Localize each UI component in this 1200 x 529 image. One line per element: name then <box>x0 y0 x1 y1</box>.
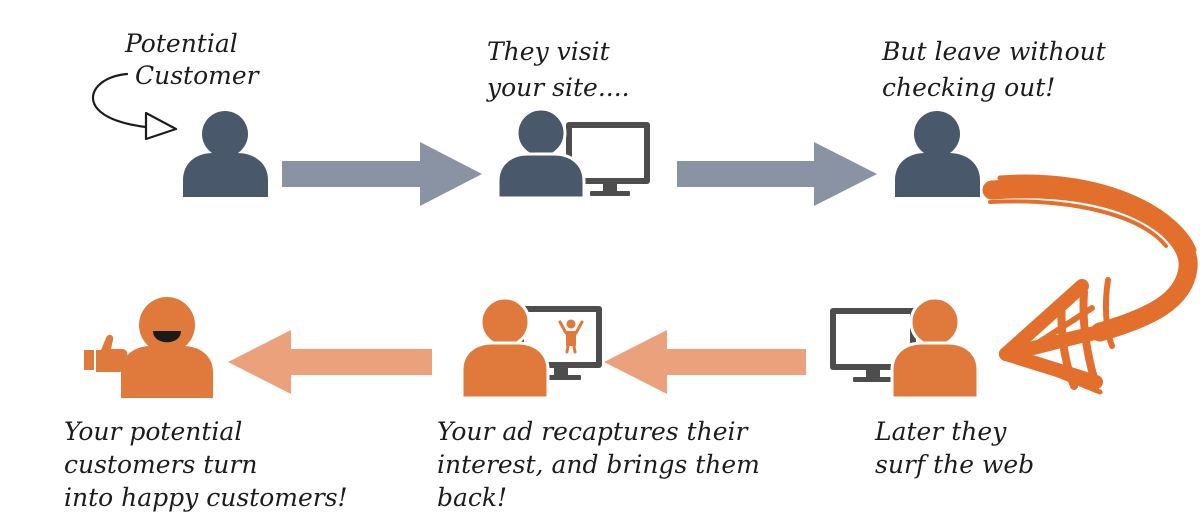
thumbs-up-icon <box>84 334 128 372</box>
step-6-label: Your potential customers turn into happy… <box>64 417 348 512</box>
potential-customer-person-icon <box>183 111 268 197</box>
happy-customer-person-icon <box>121 297 213 398</box>
flow-arrow-2 <box>677 142 877 206</box>
flow-arrow-1 <box>282 142 482 206</box>
web-browsing-monitor-icon <box>830 308 916 382</box>
cheering-figure-ad-icon <box>558 319 584 354</box>
curly-pointer-arrow-icon <box>91 72 178 141</box>
step-1-label: Potential Customer <box>124 29 261 90</box>
recaptured-customer-person-icon <box>460 296 550 400</box>
leaving-visitor-person-icon <box>895 111 980 197</box>
step-3-label: But leave without checking out! <box>881 37 1114 102</box>
web-surfer-person-icon <box>890 296 980 400</box>
step-5-label: Your ad recaptures their interest, and b… <box>437 417 768 512</box>
curved-return-brush-arrow <box>982 174 1198 395</box>
step-2-label: They visit your site.... <box>486 37 630 102</box>
flow-arrow-3 <box>604 330 806 394</box>
flow-arrow-4 <box>228 330 432 394</box>
desktop-monitor-icon <box>566 122 650 196</box>
site-visitor-person-icon <box>496 107 586 200</box>
step-4-label: Later they surf the web <box>874 417 1034 479</box>
